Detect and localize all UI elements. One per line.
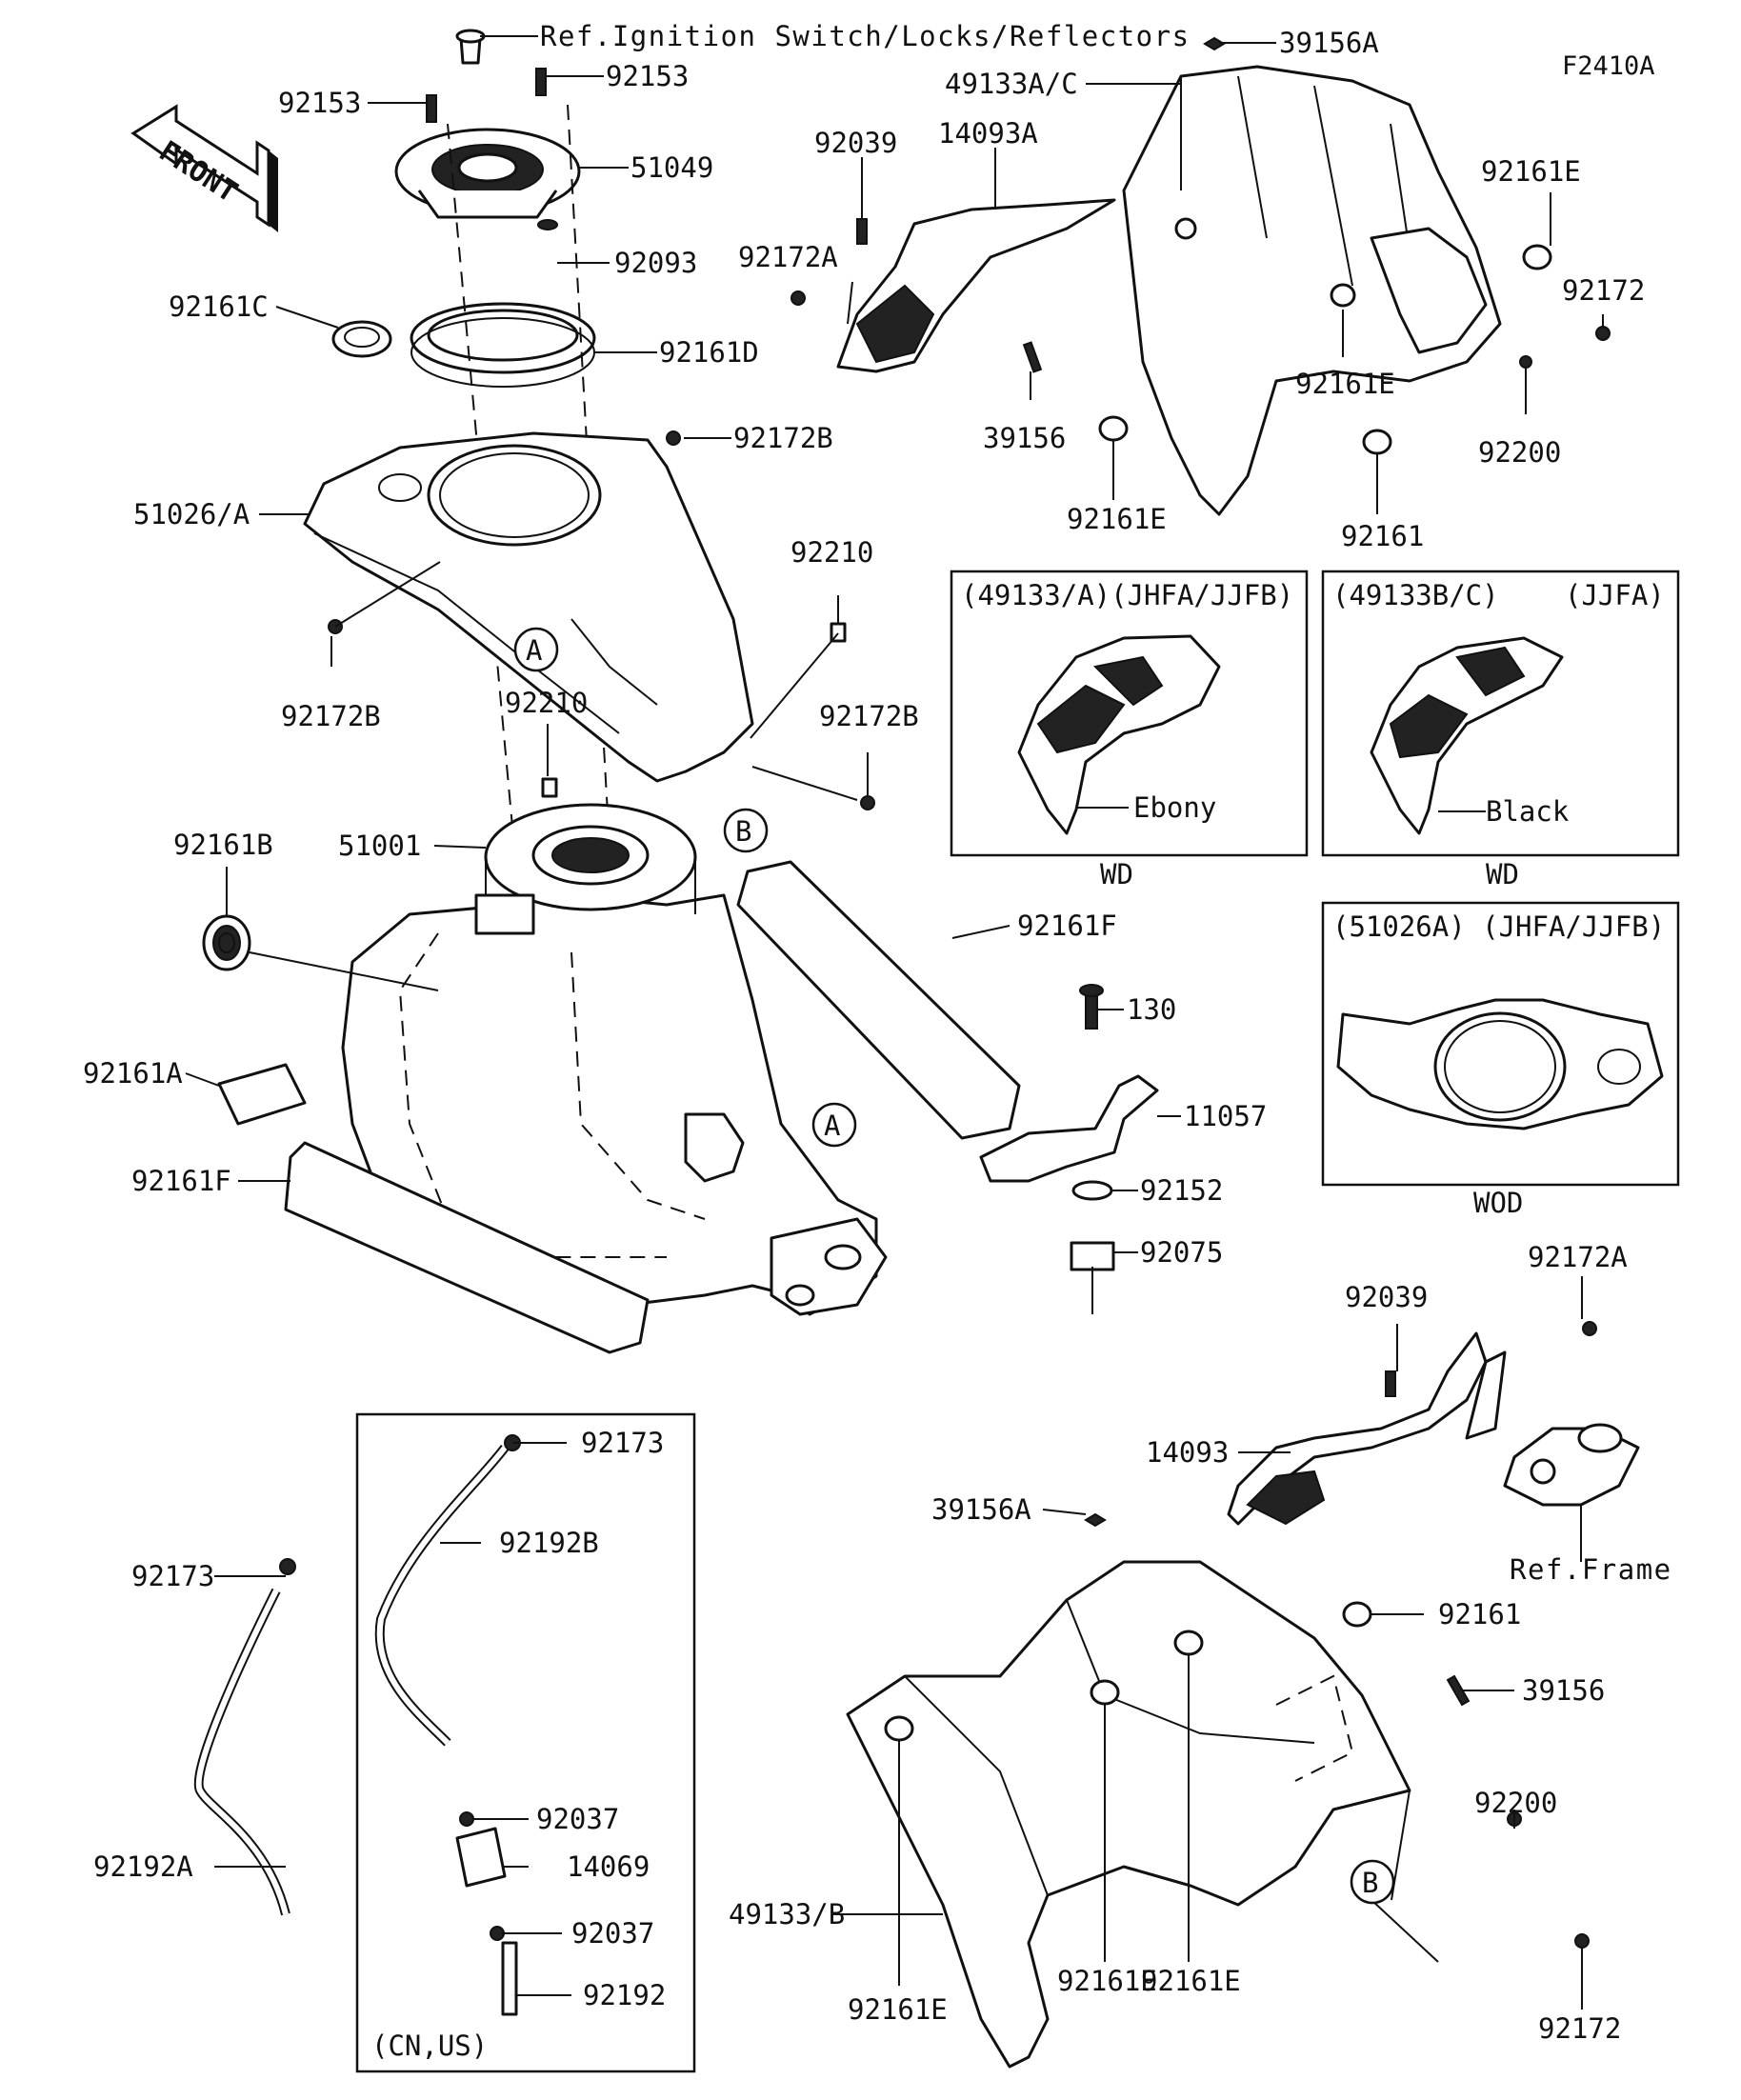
ref-frame-bracket xyxy=(1503,1423,1640,1507)
label-92161f-right: 92161F xyxy=(1017,910,1117,942)
label-51049: 51049 xyxy=(630,151,713,184)
label-39156-top: 39156 xyxy=(983,422,1066,454)
label-49133b: 49133/B xyxy=(729,1898,845,1930)
label-92210-right: 92210 xyxy=(790,536,873,569)
label-92192: 92192 xyxy=(583,1979,666,2011)
marker-b-lower-label: B xyxy=(1362,1867,1378,1899)
label-92161b: 92161B xyxy=(173,829,273,861)
foam-92161f-right xyxy=(736,860,1021,1140)
hoses xyxy=(193,1434,521,2016)
label-92161f-left: 92161F xyxy=(131,1165,231,1197)
label-49133ac: 49133A/C xyxy=(945,68,1078,100)
shroud-top-right xyxy=(1122,65,1502,516)
label-92200-bottom: 92200 xyxy=(1474,1787,1557,1819)
label-92172a-top: 92172A xyxy=(738,241,838,273)
pad-92161a xyxy=(217,1063,307,1126)
label-92093: 92093 xyxy=(614,247,697,279)
inset-49133b-code: WD xyxy=(1486,858,1519,890)
marker-a-lower-label: A xyxy=(824,1110,840,1142)
callout-labels: Ref.Ignition Switch/Locks/Reflectors 921… xyxy=(83,20,1672,2062)
label-39156a-top: 39156A xyxy=(1279,27,1379,59)
grommet-92161b xyxy=(202,914,251,971)
ref-frame-label: Ref.Frame xyxy=(1510,1553,1672,1586)
bracket-11057 xyxy=(979,984,1159,1271)
label-92161a: 92161A xyxy=(83,1057,183,1090)
grommets xyxy=(328,36,1611,1949)
inset-51026a-code: WOD xyxy=(1473,1187,1523,1219)
label-92172b-top: 92172B xyxy=(733,422,833,454)
bracket-14093 xyxy=(1227,1331,1507,1526)
label-92161e-b3: 92161E xyxy=(1141,1965,1241,1997)
label-14093a: 14093A xyxy=(938,117,1038,150)
label-92173-left: 92173 xyxy=(131,1560,214,1592)
label-92037-top: 92037 xyxy=(536,1803,619,1835)
label-130: 130 xyxy=(1127,993,1176,1026)
inset-49133b-color: Black xyxy=(1486,795,1570,828)
label-92161d: 92161D xyxy=(659,336,759,369)
tank-cover xyxy=(303,431,754,783)
label-92172b-right: 92172B xyxy=(819,700,919,732)
inset-49133a: (49133/A)(JHFA/JJFB) Ebony WD xyxy=(950,570,1309,890)
marker-b-upper: B xyxy=(723,808,769,853)
label-92192b: 92192B xyxy=(499,1527,599,1559)
label-92172b-left: 92172B xyxy=(281,700,381,732)
label-92161e-b2: 92161E xyxy=(1057,1965,1157,1997)
label-92172-bottom: 92172 xyxy=(1538,2012,1621,2045)
label-92172a-bottom: 92172A xyxy=(1528,1241,1628,1273)
label-cn-us: (CN,US) xyxy=(371,2030,488,2062)
label-92161e-b1: 92161E xyxy=(848,1993,948,2026)
leader-lines xyxy=(185,35,1604,2010)
label-39156-bottom: 39156 xyxy=(1522,1674,1605,1707)
label-92161-bottom: 92161 xyxy=(1438,1598,1521,1630)
label-92172-tr: 92172 xyxy=(1562,274,1645,307)
label-92153-right: 92153 xyxy=(606,60,689,92)
marker-b-lower: B xyxy=(1350,1859,1395,1905)
inset-49133b: (49133B/C) (JJFA) Black WD xyxy=(1321,570,1680,890)
figure-code: F2410A xyxy=(1562,51,1655,81)
label-39156a-bottom: 39156A xyxy=(931,1493,1031,1526)
label-14069: 14069 xyxy=(567,1850,650,1883)
label-92161-top: 92161 xyxy=(1341,520,1424,552)
label-92153-left: 92153 xyxy=(278,87,361,119)
label-92210-center: 92210 xyxy=(505,687,588,719)
marker-a-lower: A xyxy=(811,1102,857,1148)
inset-49133b-header-right: (JJFA) xyxy=(1565,579,1665,611)
label-92152: 92152 xyxy=(1140,1174,1223,1207)
label-14093: 14093 xyxy=(1146,1436,1229,1469)
marker-a-upper: A xyxy=(513,627,559,672)
label-92075: 92075 xyxy=(1140,1236,1223,1269)
shroud-bottom-right xyxy=(846,1560,1411,2069)
bracket-14093a xyxy=(836,198,1116,373)
front-arrow-icon: FRONT xyxy=(130,104,278,232)
label-92039-top: 92039 xyxy=(814,127,897,159)
label-92037-bottom: 92037 xyxy=(571,1917,654,1950)
cn-us-box xyxy=(355,1412,696,2073)
inset-51026a-header: (51026A) (JHFA/JJFB) xyxy=(1332,910,1665,943)
label-92039-bottom: 92039 xyxy=(1345,1281,1428,1313)
inset-49133a-header: (49133/A)(JHFA/JJFB) xyxy=(961,579,1293,611)
inset-49133a-color: Ebony xyxy=(1133,791,1216,824)
label-92161c: 92161C xyxy=(169,290,269,323)
label-92161e-mid: 92161E xyxy=(1295,368,1395,400)
label-92161e-tr: 92161E xyxy=(1481,155,1581,188)
fuel-tank xyxy=(341,803,888,1316)
label-92200-top: 92200 xyxy=(1478,436,1561,469)
inset-51026a: (51026A) (JHFA/JJFB) WOD xyxy=(1321,901,1680,1219)
label-51001: 51001 xyxy=(338,830,421,862)
label-92192a: 92192A xyxy=(93,1850,193,1883)
marker-a-upper-label: A xyxy=(526,634,542,667)
marker-b-upper-label: B xyxy=(735,815,751,848)
ref-ignition-label: Ref.Ignition Switch/Locks/Reflectors xyxy=(540,20,1191,52)
label-92173-top: 92173 xyxy=(581,1427,664,1459)
inset-49133a-code: WD xyxy=(1100,858,1133,890)
label-11057: 11057 xyxy=(1184,1100,1267,1132)
label-51026a: 51026/A xyxy=(133,498,250,530)
foam-92161f-left xyxy=(284,1141,650,1354)
label-92161e-bl: 92161E xyxy=(1067,503,1167,535)
inset-49133b-header-left: (49133B/C) xyxy=(1332,579,1499,611)
